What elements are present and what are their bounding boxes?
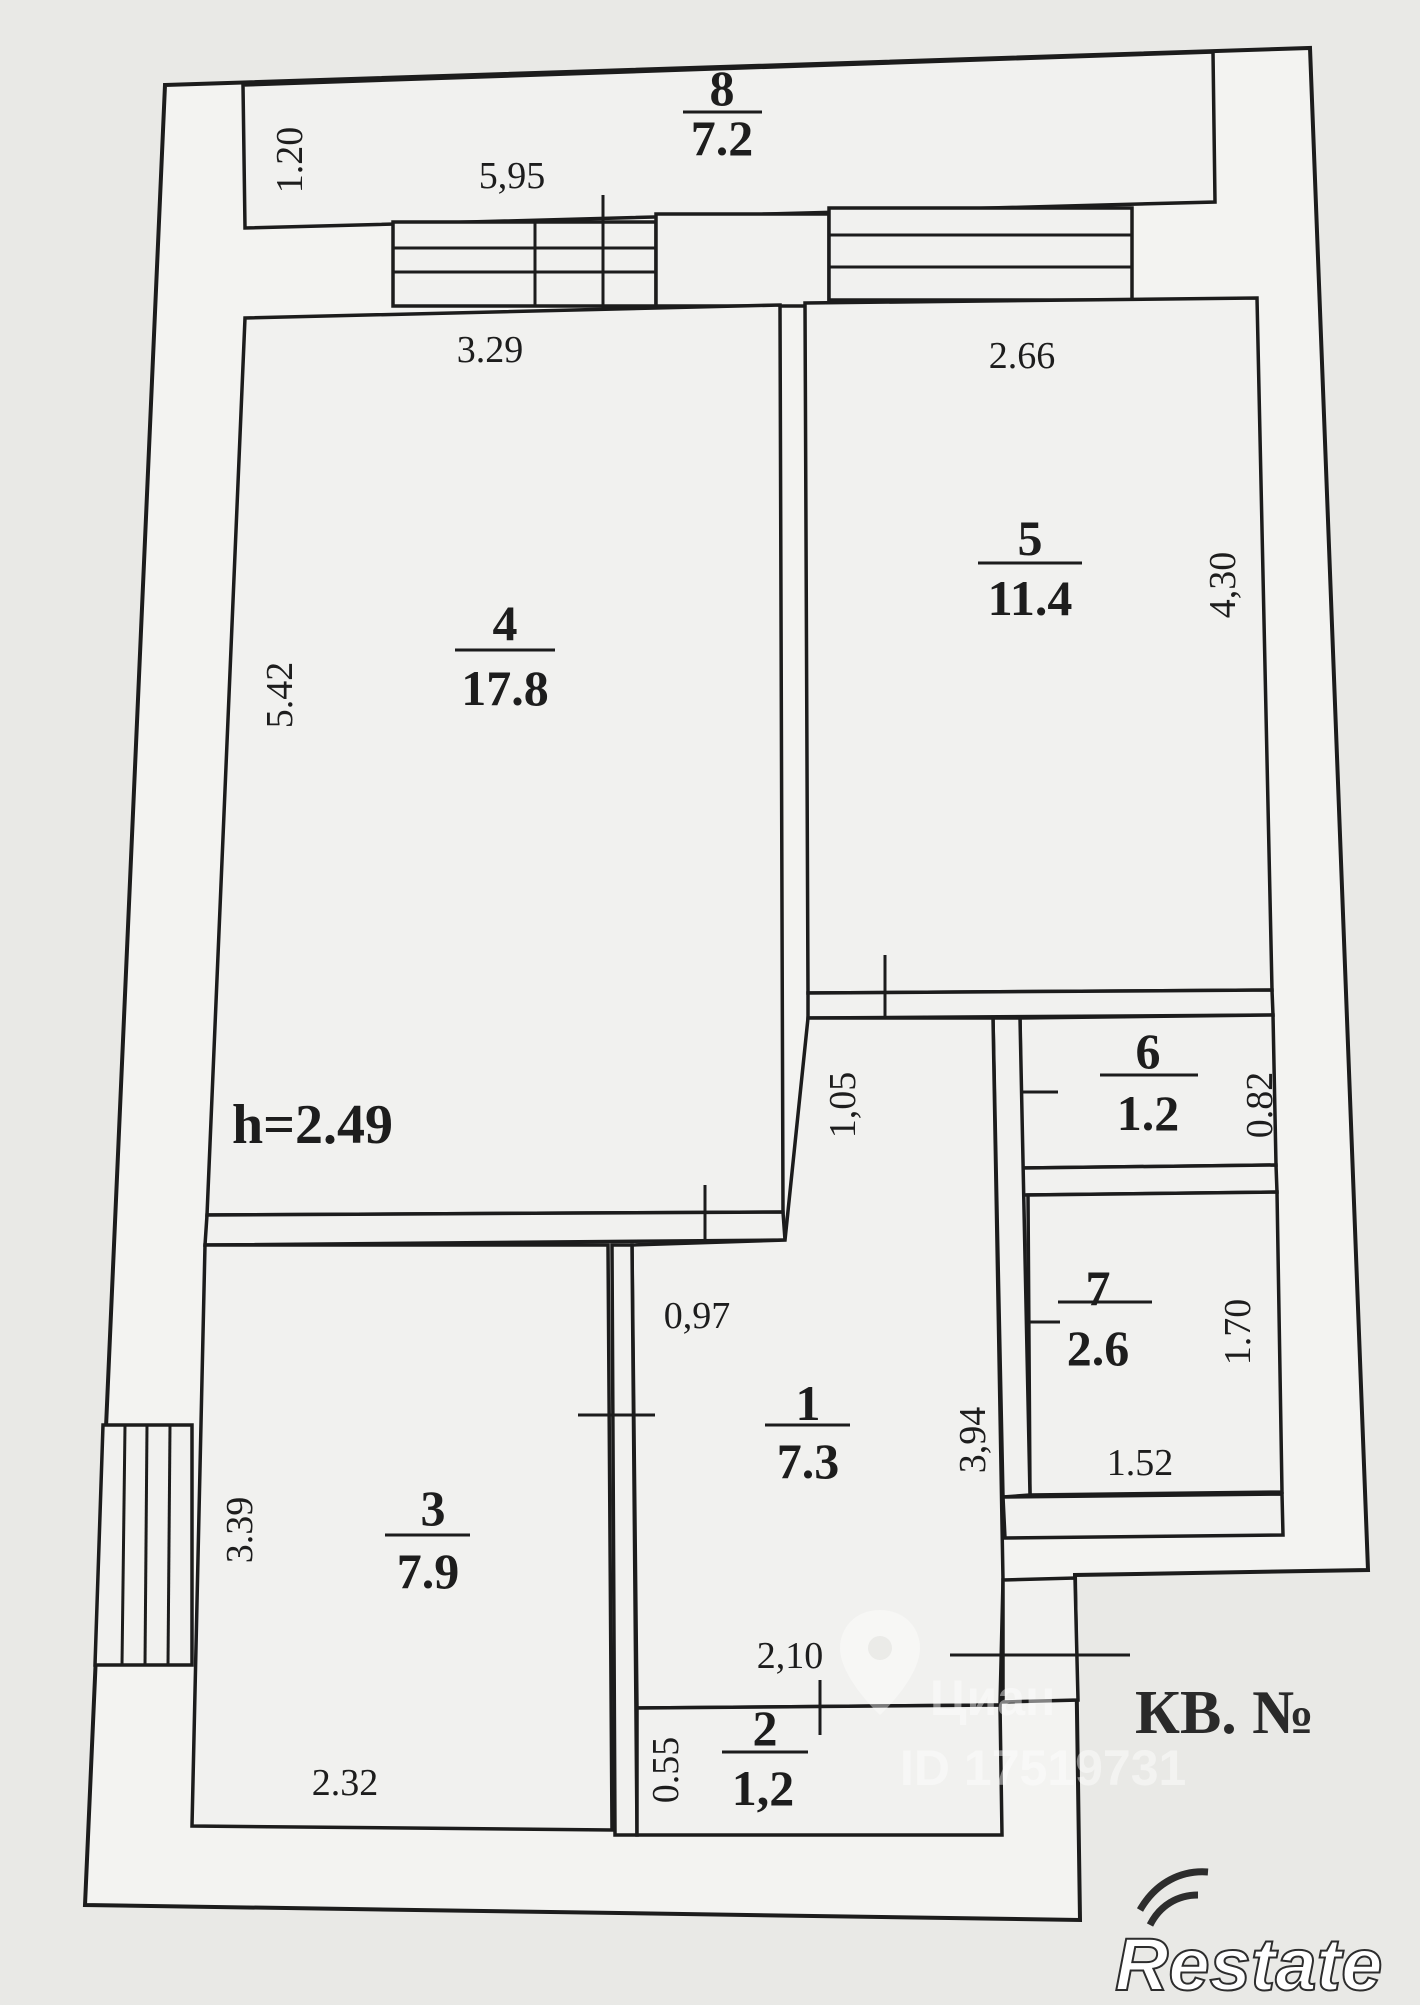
- room-label-7: 7 2.6: [1058, 1260, 1152, 1376]
- top-windows: [391, 195, 1134, 343]
- dim-room3-width: 2.32: [312, 1762, 379, 1804]
- room-6-area: 1.2: [1117, 1085, 1180, 1141]
- room-8-area: 7.2: [691, 110, 754, 166]
- partition-wall-6: [1020, 1163, 1279, 1197]
- room-label-4: 4 17.8: [455, 595, 555, 716]
- partition-wall-5: [806, 988, 1275, 1020]
- room-7-number: 7: [1086, 1260, 1111, 1316]
- dim-bath-width: 0.82: [1239, 1072, 1281, 1139]
- room-4-number: 4: [493, 595, 518, 651]
- room-5-area: 11.4: [988, 570, 1073, 626]
- room-6-number: 6: [1136, 1023, 1161, 1079]
- partition-wall-4: [203, 1210, 787, 1247]
- watermark-id: ID 17519731: [900, 1740, 1186, 1796]
- room-5: [803, 296, 1274, 995]
- room-label-5: 5 11.4: [978, 510, 1082, 626]
- entrance-wall: [1001, 1576, 1080, 1704]
- dim-hall-width: 2,10: [757, 1635, 824, 1677]
- dim-toilet-width: 1.52: [1107, 1442, 1174, 1484]
- dim-balcony-depth: 1.20: [269, 127, 311, 194]
- dim-room5-length: 4,30: [1202, 552, 1244, 619]
- ceiling-height-label: h=2.49: [232, 1094, 393, 1156]
- dim-hall-upper: 1,05: [822, 1072, 864, 1139]
- room-label-8: 8 7.2: [683, 60, 762, 166]
- lower-wall-7: [1001, 1492, 1285, 1540]
- dim-room3-length: 3.39: [219, 1497, 261, 1564]
- dim-balcony-width: 5,95: [479, 155, 546, 197]
- left-window: [93, 1423, 194, 1667]
- watermark-brand: Циан: [930, 1670, 1055, 1726]
- dim-room4-width: 3.29: [457, 329, 524, 371]
- signal-icon: [1136, 1868, 1209, 1927]
- room-2-number: 2: [753, 1700, 778, 1756]
- dim-room5-width: 2.66: [989, 335, 1056, 377]
- room-8-number: 8: [710, 60, 735, 116]
- room-3: [190, 1243, 614, 1832]
- room-3-number: 3: [421, 1480, 446, 1536]
- room-7-area: 2.6: [1067, 1320, 1130, 1376]
- room-4-area: 17.8: [461, 660, 549, 716]
- room-label-6: 6 1.2: [1100, 1023, 1198, 1141]
- dim-door-width: 0,97: [664, 1295, 731, 1337]
- balcony-room-8: [241, 50, 1217, 230]
- logo-text: Restate: [1115, 1923, 1382, 2000]
- room-2-area: 1,2: [732, 1760, 795, 1816]
- restate-logo: Restate: [1114, 1868, 1383, 2005]
- dim-toilet-length: 1.70: [1217, 1299, 1259, 1366]
- dim-room4-length: 5.42: [259, 662, 301, 729]
- room-2: [635, 1703, 1004, 1837]
- partition-wall-3: [610, 1243, 639, 1837]
- room-label-1: 1 7.3: [765, 1375, 850, 1489]
- dim-hall-length: 3,94: [952, 1407, 994, 1474]
- room-5-number: 5: [1018, 510, 1043, 566]
- location-pin-icon: [840, 1610, 920, 1715]
- room-3-area: 7.9: [397, 1543, 460, 1599]
- room-label-2: 2 1,2: [722, 1700, 808, 1816]
- apartment-label: КВ. №: [1135, 1679, 1315, 1747]
- room-1-number: 1: [796, 1375, 821, 1431]
- room-1-area: 7.3: [777, 1433, 840, 1489]
- watermark: Циан ID 17519731: [840, 1610, 1186, 1796]
- room-label-3: 3 7.9: [385, 1480, 470, 1599]
- dim-closet-depth: 0.55: [645, 1737, 687, 1804]
- room-4: [205, 303, 785, 1217]
